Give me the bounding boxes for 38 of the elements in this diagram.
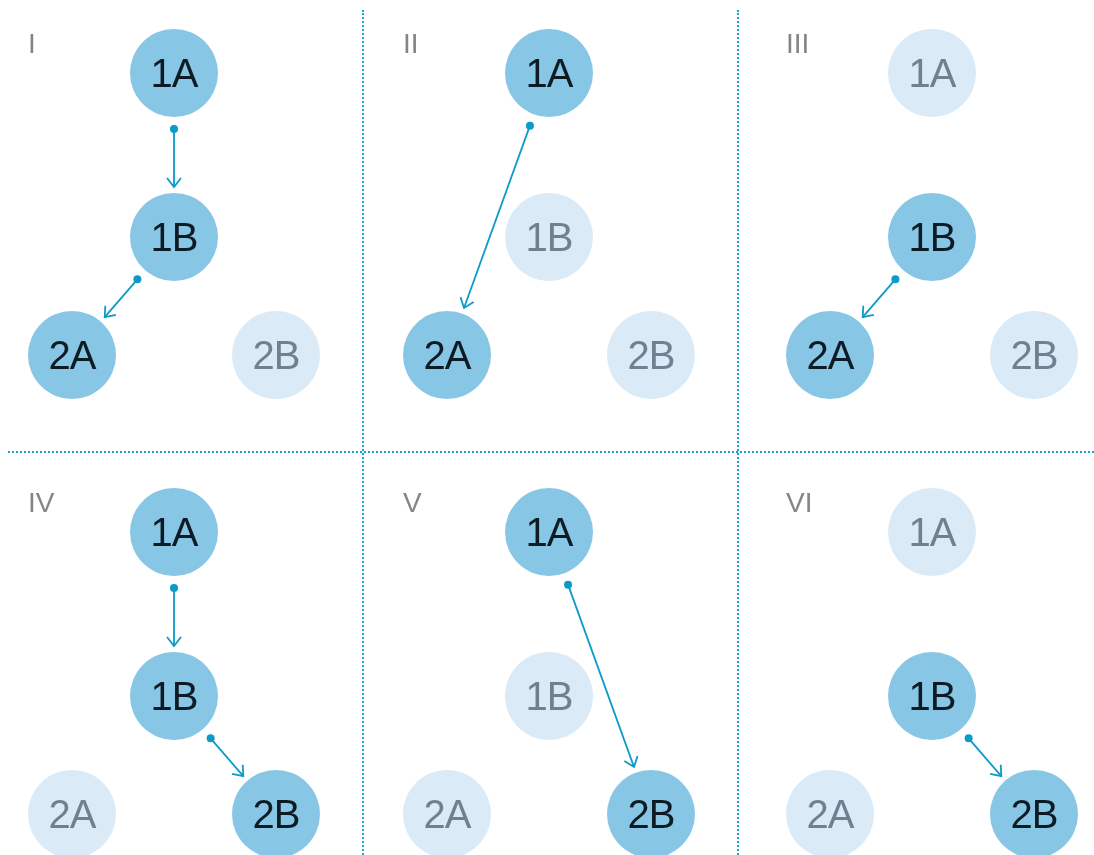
node-label: 1A <box>908 50 956 96</box>
node-label: 1A <box>908 509 956 555</box>
arrow <box>166 584 182 647</box>
node-label: 2A <box>423 332 471 378</box>
node-label: 2B <box>1010 791 1058 837</box>
arrow <box>166 125 182 188</box>
panel-numeral: VI <box>786 487 813 519</box>
node-label: 2A <box>806 332 854 378</box>
arrow <box>964 734 1003 778</box>
node-label: 2A <box>48 332 96 378</box>
node-label: 1B <box>908 673 956 719</box>
node-label: 2B <box>627 791 675 837</box>
node-label: 1A <box>150 50 198 96</box>
panel-numeral: III <box>786 28 810 60</box>
panel-numeral: I <box>28 28 36 60</box>
node-label: 2B <box>252 791 300 837</box>
node-label: 2B <box>627 332 675 378</box>
node-label: 1B <box>525 214 573 260</box>
node-label: 1B <box>908 214 956 260</box>
panel-numeral: V <box>403 487 422 519</box>
node-label: 1A <box>525 50 573 96</box>
arrow <box>564 580 639 768</box>
node-label: 1B <box>525 673 573 719</box>
node-label: 2B <box>252 332 300 378</box>
node-label: 1A <box>150 509 198 555</box>
panel-numeral: II <box>403 28 419 60</box>
node-label: 2A <box>48 791 96 837</box>
arrow <box>459 121 534 309</box>
arrow <box>206 734 245 778</box>
node-label: 2A <box>806 791 854 837</box>
node-label: 1A <box>525 509 573 555</box>
node-label: 2A <box>423 791 471 837</box>
node-label: 1B <box>150 673 198 719</box>
node-label: 2B <box>1010 332 1058 378</box>
node-label: 1B <box>150 214 198 260</box>
arrow <box>103 275 142 319</box>
panel-numeral: IV <box>28 487 55 519</box>
arrow <box>861 275 900 319</box>
